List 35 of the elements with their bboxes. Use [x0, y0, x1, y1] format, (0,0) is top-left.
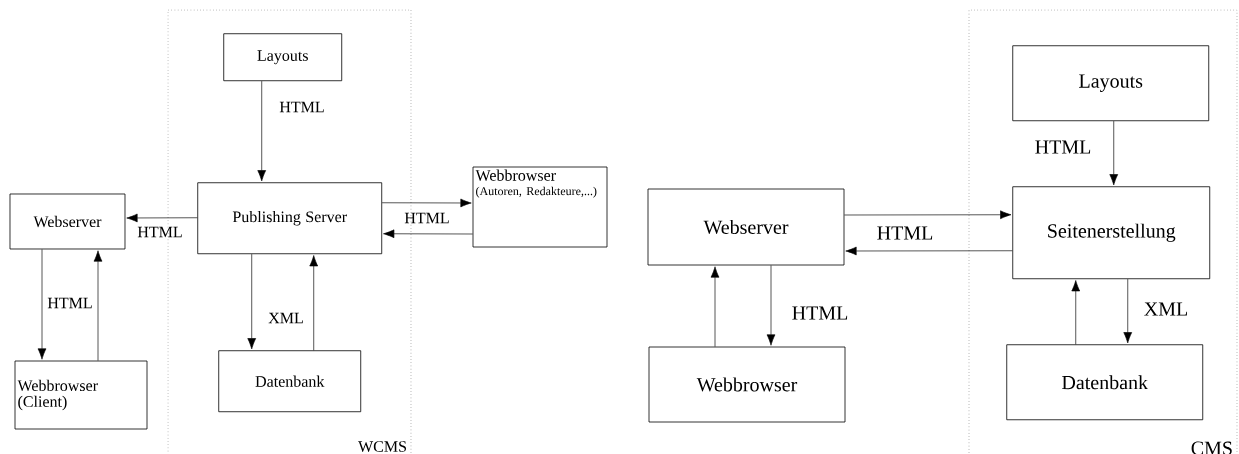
arrow: [844, 210, 1012, 220]
arrow: [257, 80, 267, 182]
process-box: Layouts: [223, 33, 343, 82]
edge-label: XML: [1144, 302, 1188, 316]
arrow: [710, 266, 720, 347]
arrow: [1071, 280, 1081, 345]
process-box: Seitenerstellung: [1012, 186, 1211, 280]
edge-label: XML: [268, 312, 303, 324]
process-box: Webbrowser: [648, 346, 846, 423]
arrow: [93, 250, 103, 361]
edge-label: HTML: [792, 306, 848, 320]
edge-label: HTML: [279, 101, 324, 113]
edge-label: HTML: [877, 226, 933, 240]
process-box: Publishing Server: [197, 182, 383, 255]
arrow: [126, 213, 198, 223]
arrow: [766, 265, 776, 346]
arrow: [1109, 120, 1119, 186]
edge-label: HTML: [404, 212, 449, 224]
database-box: Datenbank: [218, 350, 362, 413]
arrow: [247, 253, 257, 350]
arrow: [381, 198, 472, 208]
process-box: Webserver: [9, 193, 126, 250]
edge-label: HTML: [1035, 140, 1091, 154]
edge-label: HTML: [137, 226, 182, 238]
arrow: [1123, 278, 1133, 344]
edge-label: HTML: [47, 297, 92, 309]
arrow: [309, 255, 319, 351]
arrow: [845, 246, 1013, 256]
process-box: Webbrowser (Client): [14, 360, 148, 430]
arrow: [383, 229, 473, 239]
database-box: Datenbank: [1006, 344, 1204, 421]
process-box: Layouts: [1012, 45, 1210, 122]
arrow: [37, 249, 47, 360]
process-box: Webserver: [647, 188, 845, 266]
process-box: Webbrowser (Autoren, Redakteure,...): [472, 166, 608, 248]
